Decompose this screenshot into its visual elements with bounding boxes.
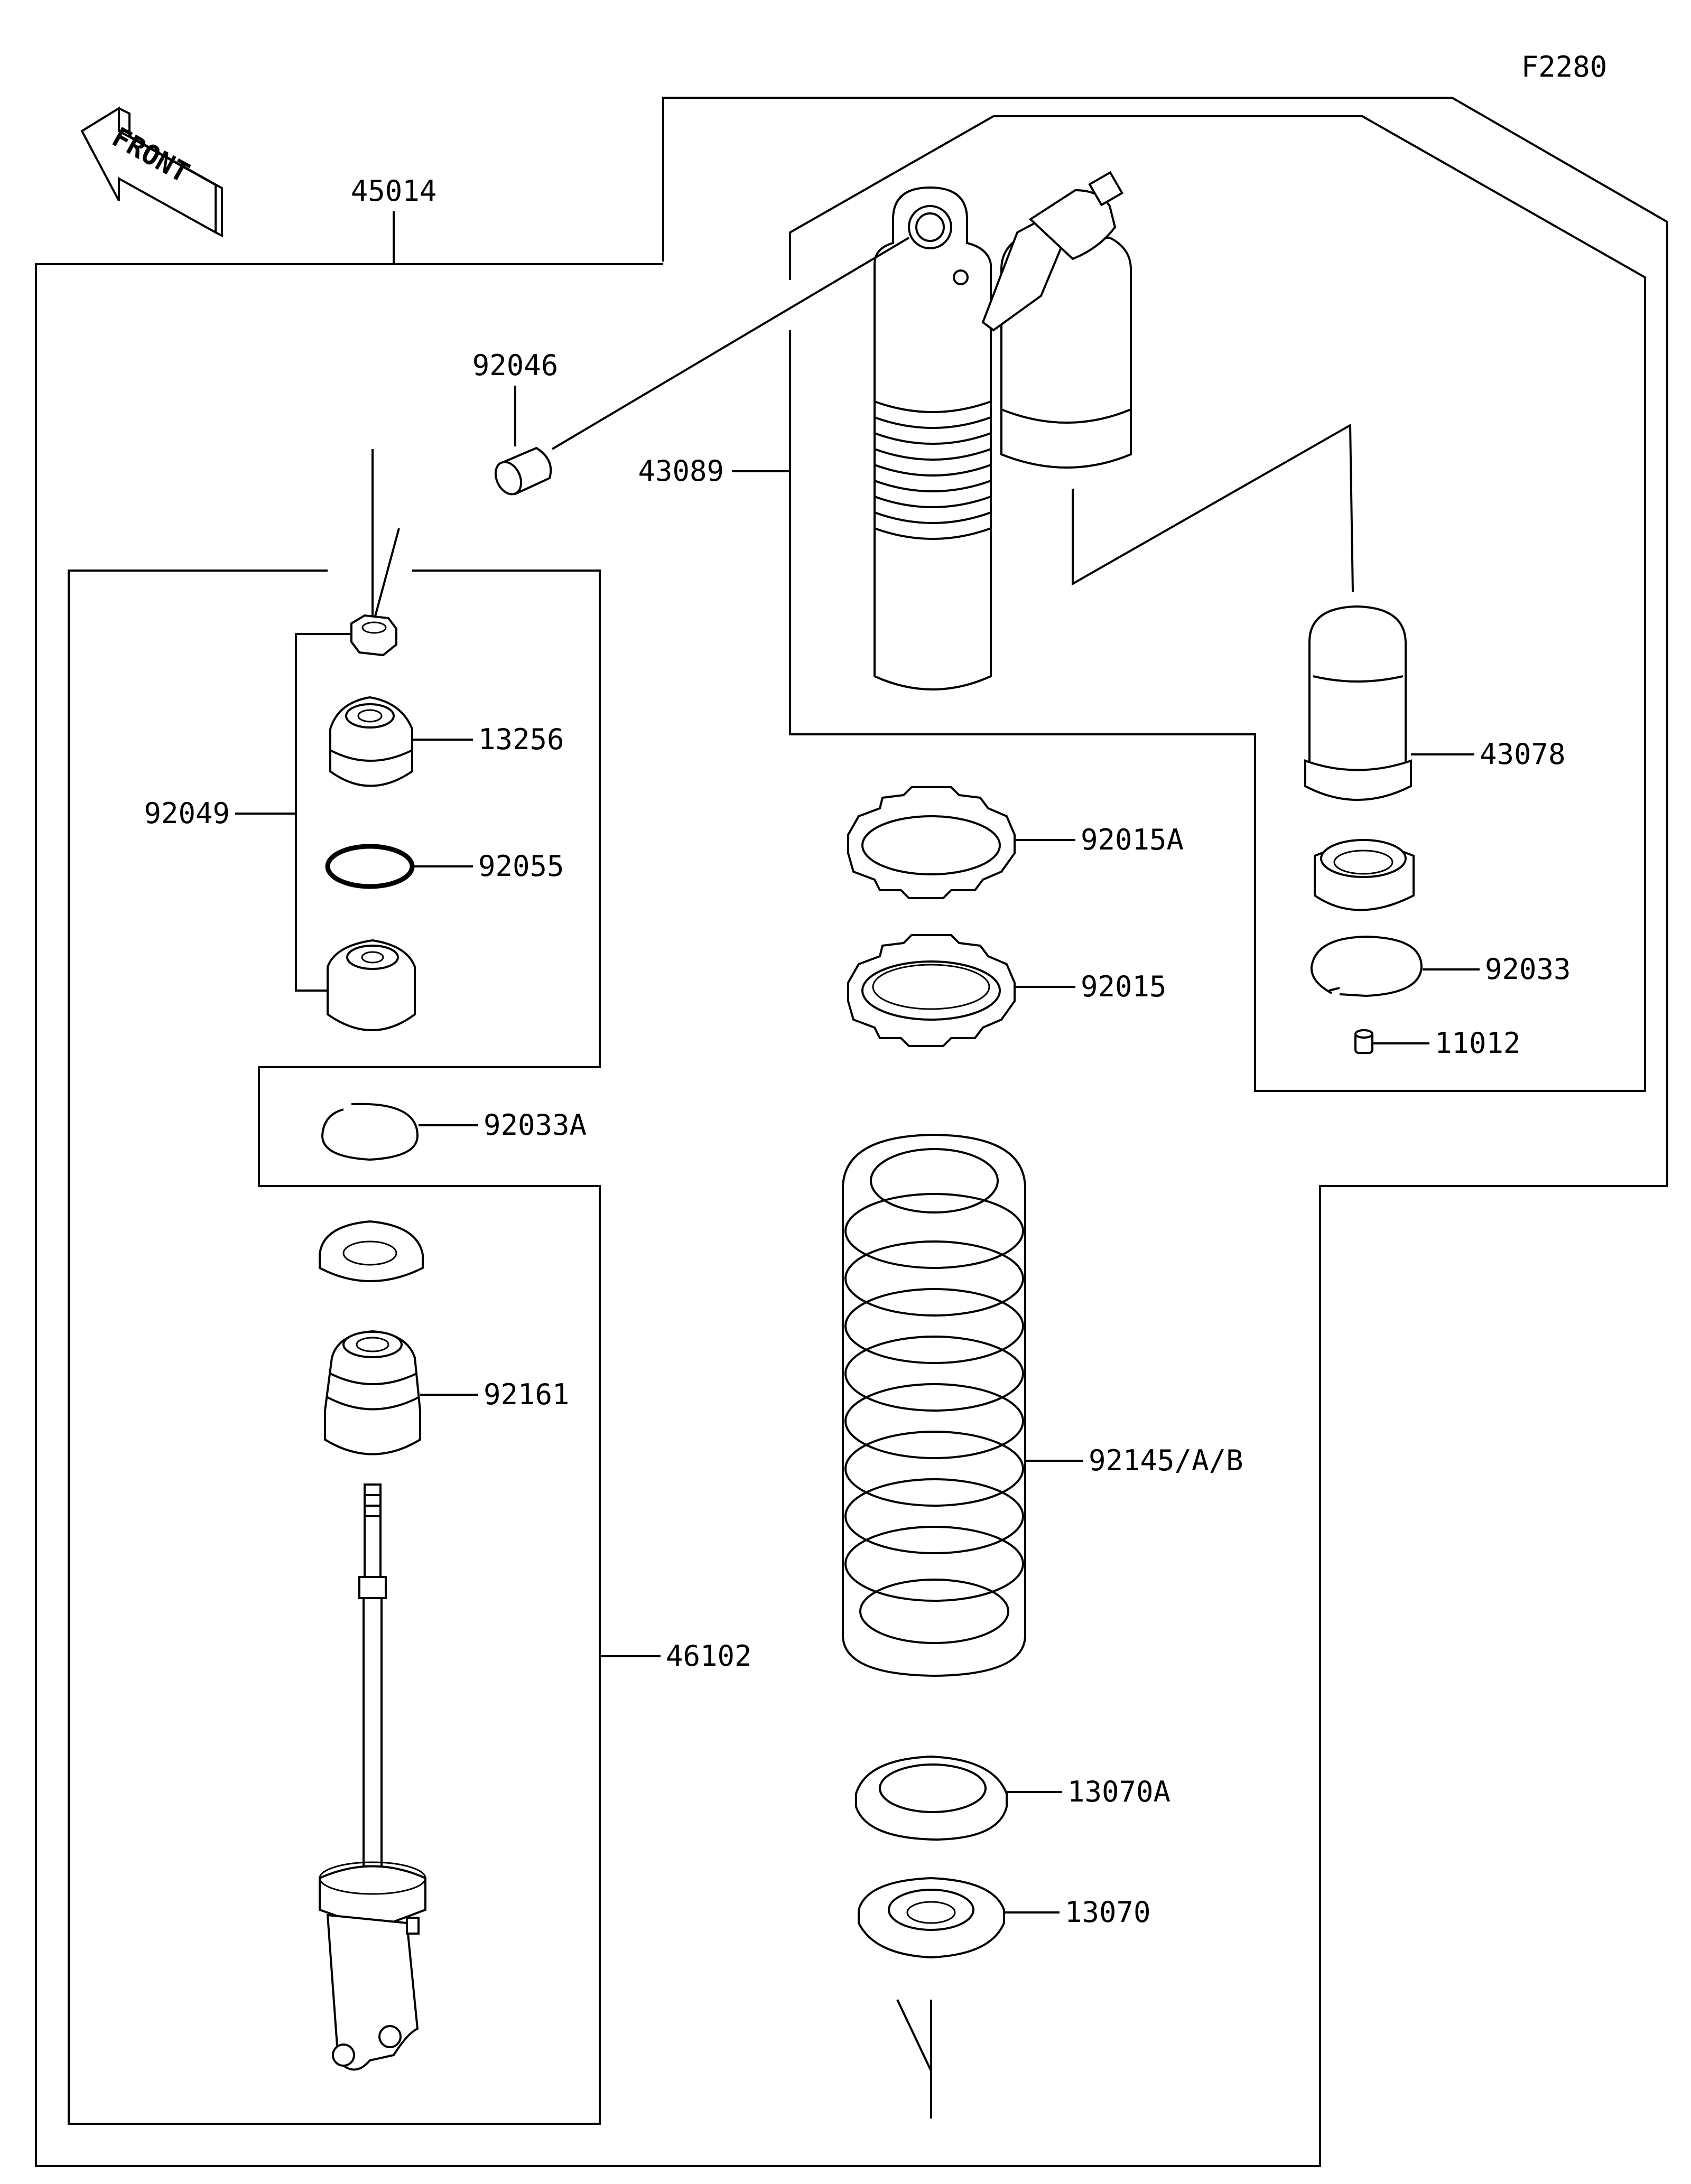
label-92033: 92033 — [1485, 953, 1571, 986]
label-92055: 92055 — [478, 850, 564, 883]
bump-stop-cap — [319, 1220, 424, 1282]
label-45014: 45014 — [351, 174, 437, 208]
label-13070A: 13070A — [1067, 1775, 1170, 1808]
label-92015: 92015 — [1081, 970, 1167, 1003]
bearing-to-eye-line — [551, 237, 910, 450]
bracket-92049 — [295, 633, 351, 992]
shock-reservoir — [981, 171, 1132, 469]
bump-rubber-92161 — [324, 1330, 421, 1455]
circlip-92033 — [1310, 935, 1423, 997]
o-ring-92055 — [325, 844, 415, 889]
bottom-stack-marker — [896, 1999, 932, 2118]
circlip-92033A — [321, 1103, 419, 1161]
lock-nut-92015A — [847, 786, 1016, 899]
valve-cap-11012 — [1354, 1029, 1373, 1054]
bladder-43078 — [1304, 605, 1412, 801]
lower-bush — [327, 939, 416, 1031]
spring-seat-13070A — [855, 1755, 1008, 1841]
shock-body-outline-43089 — [789, 115, 1646, 1092]
label-43089: 43089 — [638, 454, 724, 488]
label-92015A: 92015A — [1081, 823, 1184, 856]
label-13256: 13256 — [478, 723, 564, 756]
assembly-outline-45014 — [35, 97, 1668, 2167]
bush-13256 — [329, 696, 413, 787]
label-92161: 92161 — [484, 1378, 570, 1411]
label-92049: 92049 — [144, 797, 230, 830]
shock-body-43089 — [874, 186, 992, 690]
stack-marker — [371, 449, 400, 627]
figure-code: F2280 — [1521, 50, 1608, 83]
label-92033A: 92033A — [484, 1108, 587, 1142]
piston-rod-46102 — [319, 1483, 426, 2071]
label-92046: 92046 — [472, 349, 559, 382]
label-11012: 11012 — [1435, 1026, 1521, 1060]
front-direction-arrow: FRONT — [80, 106, 223, 238]
label-46102: 46102 — [666, 1639, 752, 1673]
label-43078: 43078 — [1480, 738, 1566, 771]
spring-seat-13070 — [858, 1877, 1005, 1959]
bladder-bracket — [1072, 423, 1354, 592]
spring-92145 — [842, 1133, 1026, 1677]
bearing-92046 — [494, 446, 552, 496]
label-92145: 92145/A/B — [1089, 1444, 1243, 1477]
label-13070: 13070 — [1065, 1896, 1151, 1929]
seal-group-outline — [68, 570, 601, 2125]
lock-nut — [350, 614, 397, 657]
reservoir-cap — [1314, 839, 1415, 911]
lock-nut-92015 — [847, 934, 1016, 1047]
